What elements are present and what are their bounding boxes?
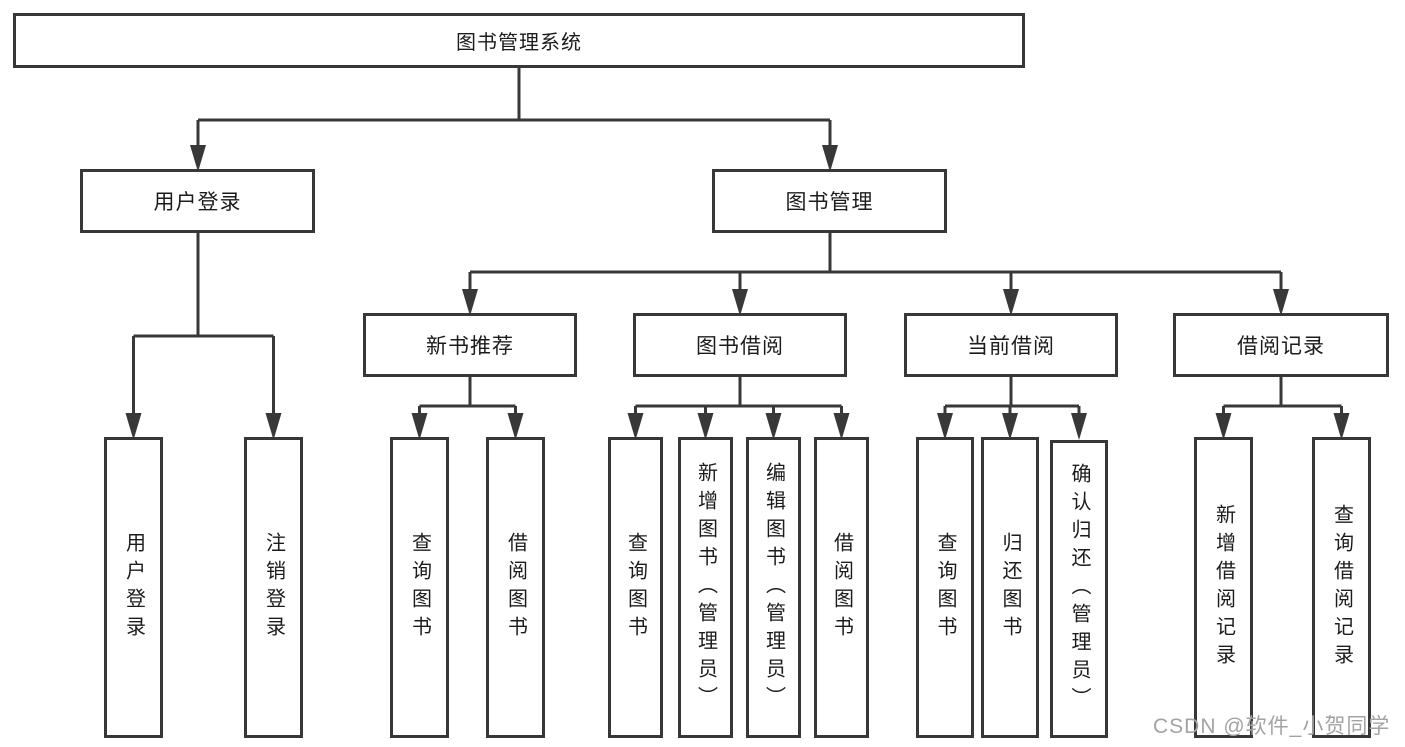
leaf-borrow-books: 借阅图书 (814, 437, 869, 738)
leaf-query-borrow-record: 查询借阅记录 (1312, 437, 1371, 738)
leaf-query-books-recommend: 查询图书 (390, 437, 449, 738)
leaf-edit-books-admin: 编辑图书（管理员） (746, 437, 801, 738)
leaf-query-books-current: 查询图书 (916, 437, 974, 738)
node-new-book-recommend: 新书推荐 (363, 313, 577, 377)
arrowheads (125, 145, 1350, 440)
leaf-user-login: 用户登录 (104, 437, 163, 738)
node-book-management: 图书管理 (712, 169, 947, 233)
leaf-borrow-books-recommend: 借阅图书 (486, 437, 545, 738)
leaf-return-books: 归还图书 (981, 437, 1039, 738)
node-borrow-records: 借阅记录 (1173, 313, 1389, 377)
leaf-logout: 注销登录 (244, 437, 303, 738)
csdn-watermark: CSDN @软件_小贺同学 (1153, 715, 1391, 738)
leaf-add-books-admin: 新增图书（管理员） (678, 437, 733, 738)
node-user-login: 用户登录 (80, 169, 315, 233)
node-book-borrow: 图书借阅 (633, 313, 847, 377)
node-library-management-system: 图书管理系统 (13, 13, 1025, 68)
node-current-borrow: 当前借阅 (904, 313, 1118, 377)
leaf-confirm-return-admin: 确认归还（管理员） (1050, 440, 1108, 738)
leaf-query-books-borrow: 查询图书 (608, 437, 663, 738)
leaf-add-borrow-record: 新增借阅记录 (1194, 437, 1253, 738)
